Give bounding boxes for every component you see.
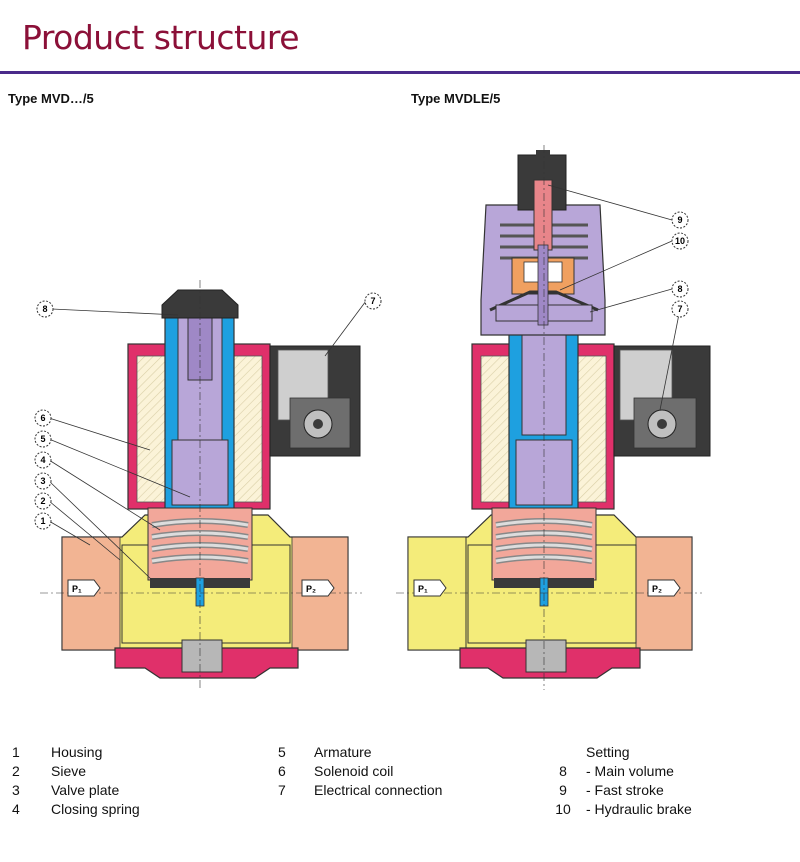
legend-item: 10- Hydraulic brake	[555, 801, 692, 817]
svg-text:P₂: P₂	[652, 584, 662, 594]
port-p2-right: P₂	[647, 579, 681, 597]
callout-9-right: 9	[671, 211, 689, 229]
legend-item: 8- Main volume	[559, 763, 674, 779]
svg-text:2: 2	[40, 496, 45, 506]
callout-7-left: 7	[364, 292, 382, 310]
electrical-connection-left	[269, 345, 361, 457]
svg-text:8: 8	[677, 284, 682, 294]
solenoid-coil-right	[480, 355, 510, 503]
svg-text:P₁: P₁	[418, 584, 428, 594]
callouts-right: 9 10 8 7	[547, 184, 689, 411]
callout-6-left: 6	[34, 409, 52, 427]
callout-3-left: 3	[34, 472, 52, 490]
callout-8-left: 8	[36, 300, 54, 318]
type-label-mvd: Type MVD…/5	[8, 91, 94, 106]
legend-setting-header: Setting	[586, 744, 630, 760]
solenoid-coil-left	[136, 355, 166, 503]
svg-text:3: 3	[40, 476, 45, 486]
svg-text:1: 1	[40, 516, 45, 526]
callout-5-left: 5	[34, 430, 52, 448]
svg-text:7: 7	[677, 304, 682, 314]
svg-text:P₂: P₂	[306, 584, 316, 594]
title-divider	[0, 71, 800, 74]
svg-text:6: 6	[40, 413, 45, 423]
valve-mvdle: P₁ P₂	[396, 145, 711, 690]
type-label-mvdle: Type MVDLE/5	[411, 91, 501, 106]
svg-text:P₁: P₁	[72, 584, 82, 594]
svg-text:8: 8	[42, 304, 47, 314]
callout-2-left: 2	[34, 492, 52, 510]
port-p2-left: P₂	[301, 579, 335, 597]
callout-8-right: 8	[671, 280, 689, 298]
callouts-left: 8 7 6 5 4 3 2 1	[34, 292, 382, 581]
callout-1-left: 1	[34, 512, 52, 530]
legend-column-3: Setting 8- Main volume 9- Fast stroke 10…	[540, 743, 692, 819]
legend-item: 9- Fast stroke	[559, 782, 664, 798]
callout-10-right: 10	[671, 232, 689, 250]
svg-text:9: 9	[677, 215, 682, 225]
svg-text:5: 5	[40, 434, 45, 444]
svg-text:4: 4	[40, 455, 45, 465]
page-title: Product structure	[22, 18, 300, 57]
port-p1-right: P₁	[413, 579, 447, 597]
svg-text:7: 7	[370, 296, 375, 306]
port-p1-left: P₁	[67, 579, 101, 597]
callout-4-left: 4	[34, 451, 52, 469]
svg-text:10: 10	[675, 236, 685, 246]
valve-cross-section-diagram: P₁ P₂ 8 7 6 5 4 3 2 1	[34, 145, 711, 690]
callout-7-right: 7	[671, 300, 689, 318]
